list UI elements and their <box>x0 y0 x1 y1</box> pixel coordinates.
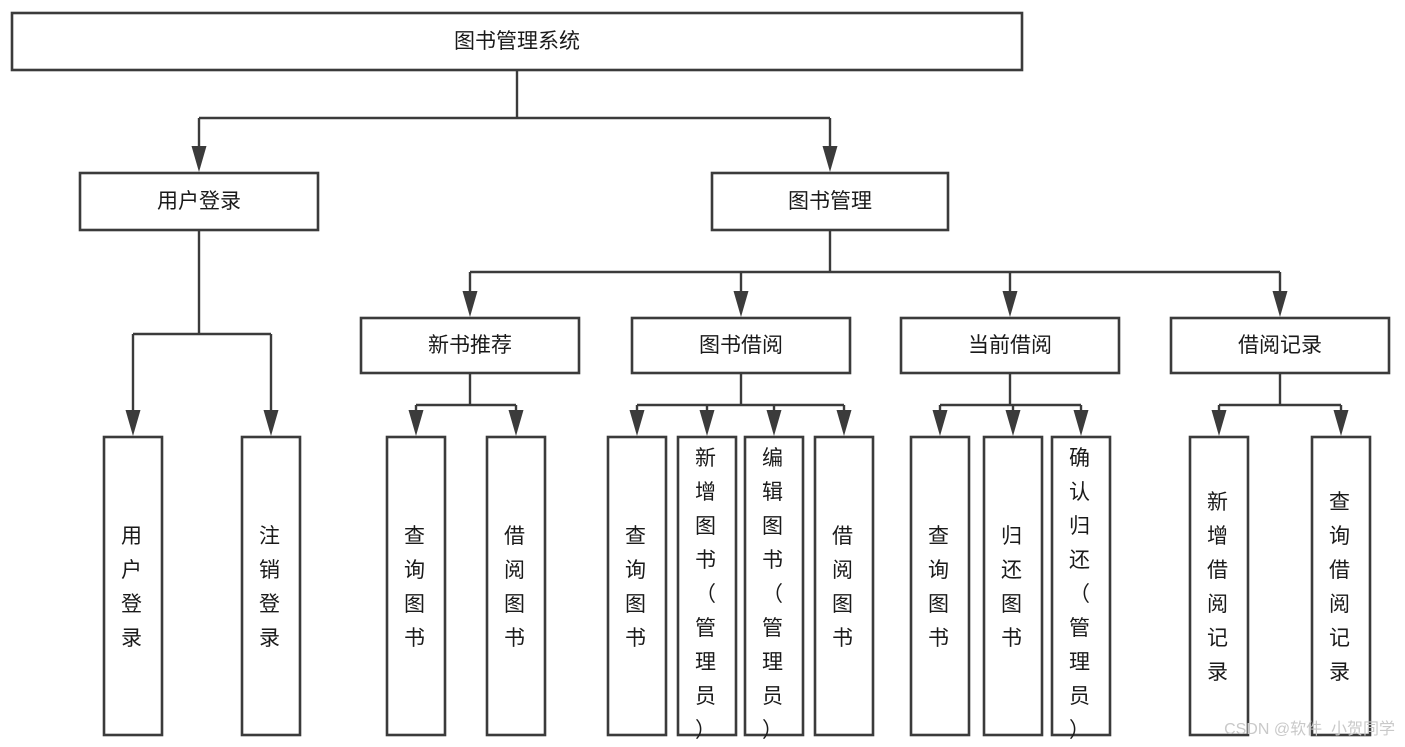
nodes-layer: 图书管理系统用户登录图书管理新书推荐图书借阅当前借阅借阅记录用户登录注销登录查询… <box>10 11 1391 742</box>
node-label-leaf-add-book-admin: 新增图书（管理员） <box>695 447 719 742</box>
node-current-borrow[interactable]: 当前借阅 <box>899 316 1121 375</box>
node-label-leaf-confirm-return-admin: 确认归还（管理员） <box>1069 447 1093 742</box>
node-label-user-login: 用户登录 <box>157 190 241 213</box>
arrowhead-to-leaf-query-book-2 <box>629 410 645 436</box>
node-box-leaf-query-book-2[interactable] <box>606 435 668 737</box>
node-leaf-borrow-book-1[interactable]: 借阅图书 <box>485 435 547 737</box>
node-leaf-borrow-book-2[interactable]: 借阅图书 <box>813 435 875 737</box>
node-box-leaf-confirm-return-admin[interactable] <box>1050 435 1112 737</box>
arrowhead-to-book-borrow <box>733 291 749 317</box>
node-label-leaf-query-book-3: 查询图书 <box>928 525 952 650</box>
node-label-root: 图书管理系统 <box>454 30 580 53</box>
node-box-leaf-borrow-book-2[interactable] <box>813 435 875 737</box>
node-leaf-query-book-3[interactable]: 查询图书 <box>909 435 971 737</box>
node-box-new-book-recommend[interactable] <box>359 316 581 375</box>
node-box-book-borrow[interactable] <box>630 316 852 375</box>
node-label-leaf-borrow-book-2: 借阅图书 <box>832 525 856 650</box>
connectors-layer <box>125 70 1349 436</box>
node-leaf-add-borrow-record[interactable]: 新增借阅记录 <box>1188 435 1250 737</box>
arrowhead-to-new-book-recommend <box>462 291 478 317</box>
node-box-leaf-query-book-1[interactable] <box>385 435 447 737</box>
node-new-book-recommend[interactable]: 新书推荐 <box>359 316 581 375</box>
node-label-leaf-add-borrow-record: 新增借阅记录 <box>1207 491 1231 684</box>
node-box-leaf-query-borrow-record[interactable] <box>1310 435 1372 737</box>
node-leaf-user-login[interactable]: 用户登录 <box>102 435 164 737</box>
node-label-book-borrow: 图书借阅 <box>699 334 783 357</box>
node-box-root[interactable] <box>10 11 1024 72</box>
node-label-book-management: 图书管理 <box>788 190 872 213</box>
arrowhead-to-user-login <box>191 146 207 172</box>
node-label-leaf-borrow-book-1: 借阅图书 <box>504 525 528 650</box>
node-leaf-query-book-1[interactable]: 查询图书 <box>385 435 447 737</box>
arrowhead-to-leaf-query-borrow-record <box>1333 410 1349 436</box>
arrowhead-to-leaf-confirm-return-admin <box>1073 410 1089 436</box>
arrowhead-to-leaf-edit-book-admin <box>766 410 782 436</box>
node-box-leaf-user-logout[interactable] <box>240 435 302 737</box>
node-label-leaf-query-borrow-record: 查询借阅记录 <box>1329 491 1353 684</box>
arrowhead-to-book-management <box>822 146 838 172</box>
node-book-management[interactable]: 图书管理 <box>710 171 950 232</box>
node-box-leaf-borrow-book-1[interactable] <box>485 435 547 737</box>
arrowhead-to-borrow-record <box>1272 291 1288 317</box>
arrowhead-to-leaf-add-borrow-record <box>1211 410 1227 436</box>
node-leaf-add-book-admin[interactable]: 新增图书（管理员） <box>676 435 738 742</box>
arrowhead-to-leaf-add-book-admin <box>699 410 715 436</box>
node-label-leaf-edit-book-admin: 编辑图书（管理员） <box>762 447 786 742</box>
arrowhead-to-leaf-query-book-1 <box>408 410 424 436</box>
node-box-leaf-edit-book-admin[interactable] <box>743 435 805 737</box>
node-label-current-borrow: 当前借阅 <box>968 334 1052 357</box>
node-book-borrow[interactable]: 图书借阅 <box>630 316 852 375</box>
node-box-leaf-add-borrow-record[interactable] <box>1188 435 1250 737</box>
node-label-borrow-record: 借阅记录 <box>1238 334 1322 357</box>
node-box-book-management[interactable] <box>710 171 950 232</box>
watermark-text: CSDN @软件_小贺同学 <box>1224 721 1395 738</box>
node-leaf-return-book[interactable]: 归还图书 <box>982 435 1044 737</box>
node-label-leaf-query-book-1: 查询图书 <box>404 525 428 650</box>
node-box-user-login[interactable] <box>78 171 320 232</box>
arrowhead-to-leaf-return-book <box>1005 410 1021 436</box>
node-box-leaf-query-book-3[interactable] <box>909 435 971 737</box>
node-box-leaf-user-login[interactable] <box>102 435 164 737</box>
arrowhead-to-leaf-user-login <box>125 410 141 436</box>
node-label-leaf-user-login: 用户登录 <box>121 525 145 650</box>
node-user-login[interactable]: 用户登录 <box>78 171 320 232</box>
arrowhead-to-leaf-user-logout <box>263 410 279 436</box>
node-label-new-book-recommend: 新书推荐 <box>428 334 512 357</box>
node-leaf-user-logout[interactable]: 注销登录 <box>240 435 302 737</box>
node-leaf-confirm-return-admin[interactable]: 确认归还（管理员） <box>1050 435 1112 742</box>
node-label-leaf-user-logout: 注销登录 <box>259 525 283 650</box>
node-box-borrow-record[interactable] <box>1169 316 1391 375</box>
node-box-current-borrow[interactable] <box>899 316 1121 375</box>
node-box-leaf-add-book-admin[interactable] <box>676 435 738 737</box>
arrowhead-to-leaf-borrow-book-1 <box>508 410 524 436</box>
node-root[interactable]: 图书管理系统 <box>10 11 1024 72</box>
node-label-leaf-return-book: 归还图书 <box>1001 525 1025 650</box>
node-leaf-edit-book-admin[interactable]: 编辑图书（管理员） <box>743 435 805 742</box>
arrowhead-to-current-borrow <box>1002 291 1018 317</box>
node-box-leaf-return-book[interactable] <box>982 435 1044 737</box>
node-leaf-query-borrow-record[interactable]: 查询借阅记录 <box>1310 435 1372 737</box>
node-label-leaf-query-book-2: 查询图书 <box>625 525 649 650</box>
arrowhead-to-leaf-borrow-book-2 <box>836 410 852 436</box>
arrowhead-to-leaf-query-book-3 <box>932 410 948 436</box>
node-leaf-query-book-2[interactable]: 查询图书 <box>606 435 668 737</box>
node-borrow-record[interactable]: 借阅记录 <box>1169 316 1391 375</box>
